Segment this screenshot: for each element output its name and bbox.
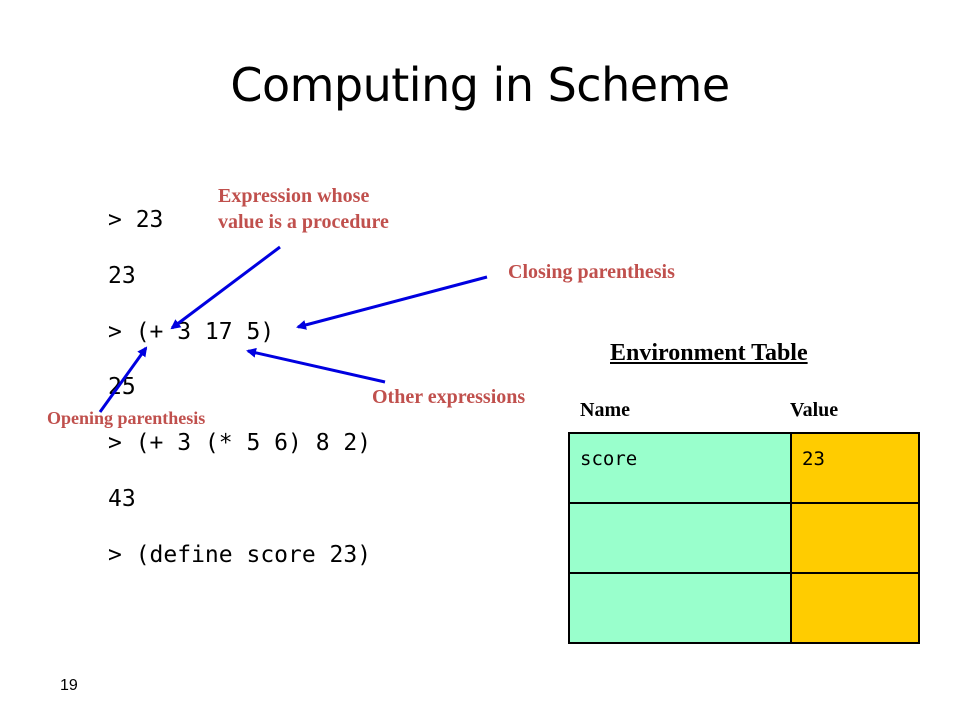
value-cell: 23 [790, 432, 920, 504]
annotation-procedure-expression: Expression whose value is a procedure [218, 183, 389, 235]
name-cell [568, 502, 792, 574]
annotation-procedure-line-2: value is a procedure [218, 211, 389, 233]
table-row [568, 572, 920, 644]
name-column-header: Name [580, 399, 630, 421]
slide-title: Computing in Scheme [230, 58, 730, 112]
arrow-to-operands [246, 347, 386, 384]
annotation-other-expressions: Other expressions [372, 386, 526, 408]
code-line: > (+ 3 17 5) [108, 319, 275, 345]
arrow-to-opening-paren [98, 346, 148, 413]
annotation-opening-parenthesis: Opening parenthesis [47, 408, 206, 428]
environment-table: score 23 [568, 432, 920, 644]
code-line: > 23 [108, 207, 164, 233]
name-cell [568, 572, 792, 644]
annotation-procedure-line-1: Expression whose [218, 185, 370, 207]
table-row: score 23 [568, 432, 920, 504]
arrow-to-plus [170, 245, 281, 330]
code-line: 23 [108, 263, 136, 289]
table-row [568, 502, 920, 574]
code-line: 43 [108, 486, 136, 512]
code-line: > (define score 23) [108, 542, 372, 568]
value-cell [790, 502, 920, 574]
environment-table-title: Environment Table [610, 340, 808, 366]
value-column-header: Value [790, 399, 839, 421]
code-line: > (+ 3 (* 5 6) 8 2) [108, 430, 372, 456]
name-cell: score [568, 432, 792, 504]
annotation-closing-parenthesis: Closing parenthesis [508, 261, 675, 283]
slide-number: 19 [60, 677, 78, 694]
value-cell [790, 572, 920, 644]
arrow-to-closing-paren [296, 275, 488, 330]
